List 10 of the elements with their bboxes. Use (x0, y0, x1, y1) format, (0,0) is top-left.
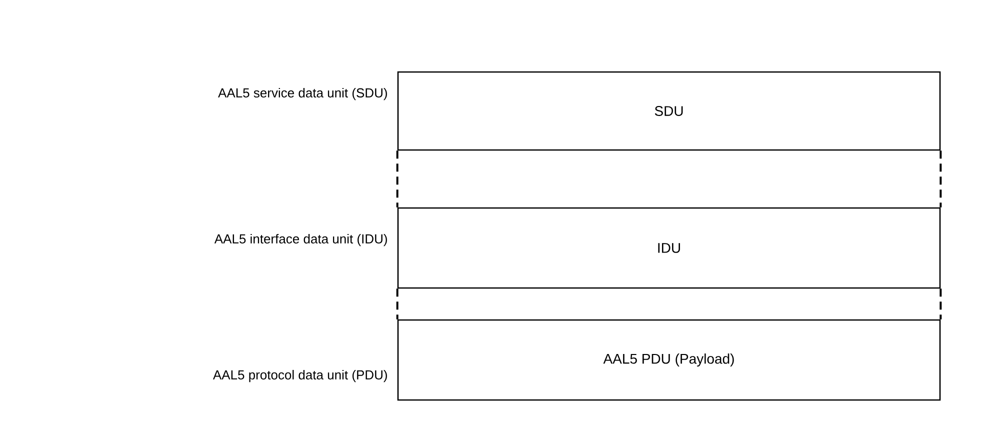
layer-box: AAL5 PDU (Payload) (397, 319, 941, 401)
dashed-connector (396, 288, 398, 320)
layer-label: AAL5 service data unit (SDU) (218, 88, 387, 100)
layer-label: AAL5 interface data unit (IDU) (214, 234, 387, 246)
dashed-connector (940, 150, 942, 208)
layer-label: AAL5 protocol data unit (PDU) (212, 370, 387, 382)
layer-box: IDU (397, 207, 941, 289)
dashed-connector (396, 150, 398, 208)
layer-box: SDU (397, 71, 941, 151)
dashed-connector (940, 288, 942, 320)
